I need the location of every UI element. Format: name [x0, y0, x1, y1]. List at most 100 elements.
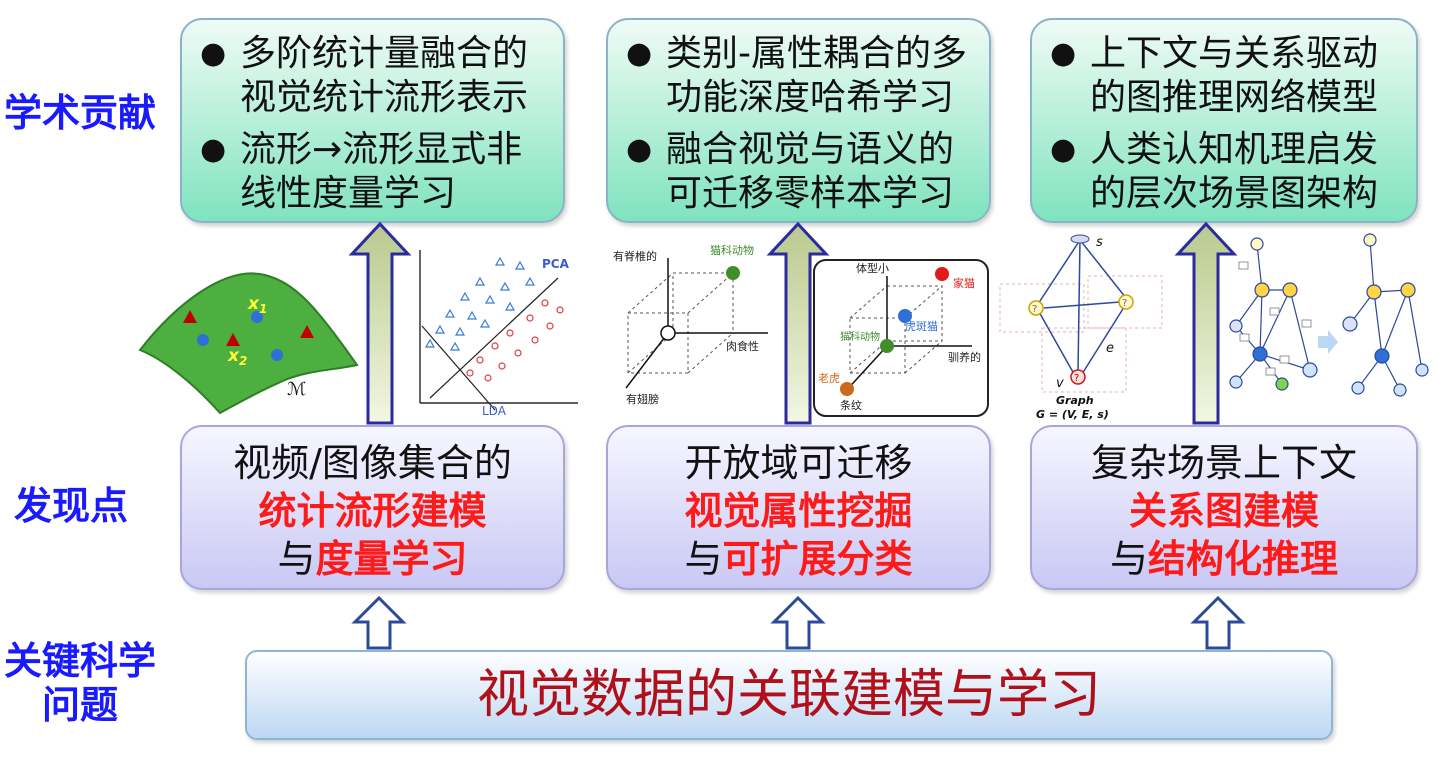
cube1-z-label: 有翅膀 [626, 392, 659, 406]
lda-line [421, 325, 496, 411]
row-label-key-question: 关键科学 问题 [4, 639, 157, 727]
class-b-marker [251, 311, 263, 323]
graph-e-label: e [1106, 341, 1114, 356]
finding-highlight-main: 视觉属性挖掘 [684, 489, 913, 533]
x1-base: x [247, 294, 260, 314]
class-circles [466, 299, 564, 382]
x1-subscript: 1 [259, 302, 267, 316]
finding-line1: 开放域可迁移 [684, 441, 913, 485]
row-label-findings: 发现点 [14, 484, 129, 528]
contribution-text: 上下文与关系驱动 的图推理网络模型 [1090, 33, 1379, 118]
finding-box-2: 开放域可迁移 视觉属性挖掘 与可扩展分类 [606, 425, 991, 590]
finding-line3: 与结构化推理 [1032, 535, 1416, 583]
graph-s-label: s [1096, 235, 1103, 250]
contribution-text: 融合视觉与语义的 可迁移零样本学习 [666, 129, 955, 214]
context-graph-figure: ? ? ? s e v Graph G = (V, E, s) [999, 234, 1163, 421]
contribution-box-1: ● 多阶统计量融合的 视觉统计流形表示 ●流形→流形显式非 线性度量学习 [180, 18, 565, 223]
graph-node [1275, 377, 1289, 391]
row-label-contributions: 学术贡献 [4, 91, 157, 135]
cube1-x-label: 肉食性 [726, 339, 759, 353]
x2-subscript: 2 [239, 354, 247, 368]
graph-node [1400, 282, 1416, 298]
cube2-tabby-label: 虎斑猫 [905, 320, 938, 333]
graph-title-label: Graph [1056, 394, 1094, 407]
attribute-cube-figure-1: 猫科动物 有脊椎的 肉食性 有翅膀 [613, 243, 768, 406]
key-question-box: 视觉数据的关联建模与学习 [245, 650, 1333, 740]
finding-line1: 视频/图像集合的 [233, 441, 512, 485]
pca-lda-scatter-figure: PCA LDA [419, 250, 578, 418]
graph-equation-label: G = (V, E, s) [1036, 408, 1109, 421]
graph-node [1302, 362, 1318, 378]
finding-highlight-secondary: 度量学习 [315, 537, 468, 581]
contribution-item: ● 多阶统计量融合的 视觉统计流形表示 [200, 32, 553, 120]
graph-node [1393, 383, 1407, 397]
graph-v-label: v [1056, 376, 1064, 391]
finding-highlight-main: 关系图建模 [1128, 489, 1319, 533]
class-a-marker [183, 310, 197, 323]
scene-graph-figure [1229, 233, 1429, 397]
tabby-node [898, 309, 912, 323]
cube2-y-label: 体型小 [856, 261, 889, 275]
cube2-tiger-label: 老虎 [818, 372, 840, 385]
cube1-top-label: 猫科动物 [710, 243, 754, 257]
manifold-x2-label: x2 [227, 346, 247, 368]
graph-node [1250, 237, 1264, 251]
origin-node [660, 325, 676, 341]
graph-node [1252, 346, 1268, 362]
finding-line3: 与可扩展分类 [608, 535, 989, 583]
arrow-up-icon [348, 221, 412, 425]
x2-base: x [227, 346, 240, 366]
finding-highlight-secondary: 可扩展分类 [722, 537, 913, 581]
manifold-x1-label: x1 [247, 294, 267, 316]
arrow-up-outline-icon [770, 595, 826, 650]
manifold-m-label: ℳ [287, 379, 306, 400]
object-node [1028, 300, 1044, 316]
bullet-dot-icon: ● [200, 36, 227, 71]
class-a-marker [226, 333, 240, 346]
bullet-dot-icon: ● [626, 132, 653, 167]
feline-node [726, 266, 740, 280]
row-label-key-question-line1: 关键科学 [4, 639, 157, 683]
bullet-dot-icon: ● [1050, 36, 1077, 71]
finding-highlight-main: 统计流形建模 [258, 489, 487, 533]
object-node [1070, 369, 1086, 385]
graph-node [1351, 381, 1365, 395]
lda-label: LDA [482, 404, 507, 418]
graph-node [1229, 375, 1243, 389]
node-question-mark: ? [1074, 373, 1079, 384]
contribution-text: 人类认知机理启发 的层次场景图架构 [1090, 129, 1379, 214]
transform-arrow-icon [1318, 330, 1338, 354]
class-b-marker [271, 349, 283, 361]
contribution-text: 类别-属性耦合的多 功能深度哈希学习 [666, 33, 967, 118]
feline-node [880, 339, 894, 353]
cube1-y-label: 有脊椎的 [613, 249, 657, 263]
domestic-cat-node [935, 267, 949, 281]
cube2-feline-label: 猫科动物 [840, 330, 880, 343]
graph-node [1366, 284, 1382, 300]
pca-label: PCA [542, 257, 570, 271]
node-question-mark: ? [1032, 304, 1037, 315]
contribution-text: 流形→流形显式非 线性度量学习 [240, 129, 523, 214]
bullet-dot-icon: ● [626, 36, 653, 71]
class-a-marker [300, 325, 314, 338]
bullet-dot-icon: ● [1050, 132, 1077, 167]
finding-line1: 复杂场景上下文 [1090, 441, 1357, 485]
contribution-box-3: ● 上下文与关系驱动 的图推理网络模型 ● 人类认知机理启发 的层次场景图架构 [1030, 18, 1418, 223]
contribution-item: ●流形→流形显式非 线性度量学习 [200, 128, 553, 216]
node-question-mark: ? [1122, 298, 1127, 309]
contribution-text: 多阶统计量融合的 视觉统计流形表示 [240, 33, 529, 118]
attribute-cube-figure-2: 体型小 驯养的 条纹 家猫 虎斑猫 猫科动物 老虎 [813, 259, 989, 417]
finding-line3: 与度量学习 [182, 535, 563, 583]
manifold-figure: x1 x2 ℳ [138, 272, 359, 415]
graph-node [1374, 348, 1390, 364]
graph-node [1282, 282, 1298, 298]
manifold-surface [138, 272, 359, 415]
tiger-node [840, 382, 854, 396]
graph-node [1415, 363, 1429, 377]
contribution-item: ● 融合视觉与语义的 可迁移零样本学习 [626, 128, 979, 216]
graph-node [1254, 282, 1270, 298]
finding-box-1: 视频/图像集合的 统计流形建模 与度量学习 [180, 425, 565, 590]
class-b-marker [197, 334, 209, 346]
graph-node [1363, 233, 1377, 247]
row-label-key-question-line2: 问题 [42, 682, 119, 727]
